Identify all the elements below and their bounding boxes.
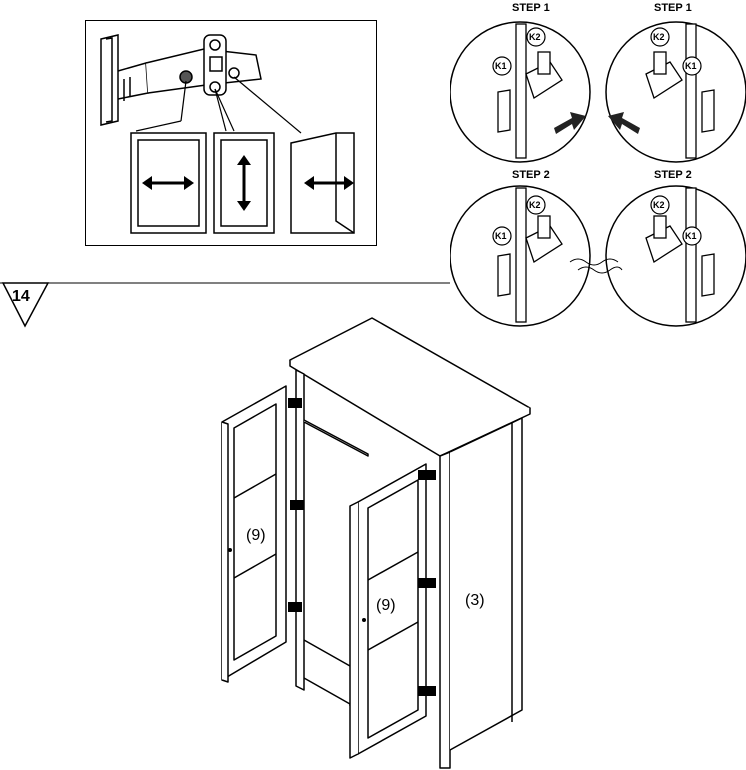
hinge-detach-diagram: STEP 1 STEP 1 STEP 2 STEP 2 K1 K2 K2 K1 … — [450, 0, 746, 330]
hinge-adjust-panel — [85, 20, 377, 246]
part-label-k1: K1 — [495, 231, 507, 241]
step-number: 14 — [12, 288, 30, 305]
step-marker: 14 — [0, 280, 460, 330]
step-label: STEP 1 — [654, 2, 692, 14]
carcass-label: (3) — [465, 592, 485, 609]
door-left-label: (9) — [246, 527, 266, 544]
part-label-k2: K2 — [529, 32, 541, 42]
part-label-k2: K2 — [529, 200, 541, 210]
door-right-label: (9) — [376, 597, 396, 614]
step-label: STEP 2 — [512, 169, 550, 181]
hinge-adjust-illustration — [100, 34, 355, 234]
part-label-k1: K1 — [685, 231, 697, 241]
part-label-k2: K2 — [653, 32, 665, 42]
hinge-detach-illustration — [450, 21, 746, 327]
part-label-k2: K2 — [653, 200, 665, 210]
wardrobe-illustration: (9) (9) (3) — [200, 310, 540, 770]
step-label: STEP 1 — [512, 2, 550, 14]
step-label: STEP 2 — [654, 169, 692, 181]
wardrobe-drawing — [221, 317, 531, 769]
part-label-k1: K1 — [495, 61, 507, 71]
part-label-k1: K1 — [685, 61, 697, 71]
step-triangle-icon — [0, 282, 450, 328]
